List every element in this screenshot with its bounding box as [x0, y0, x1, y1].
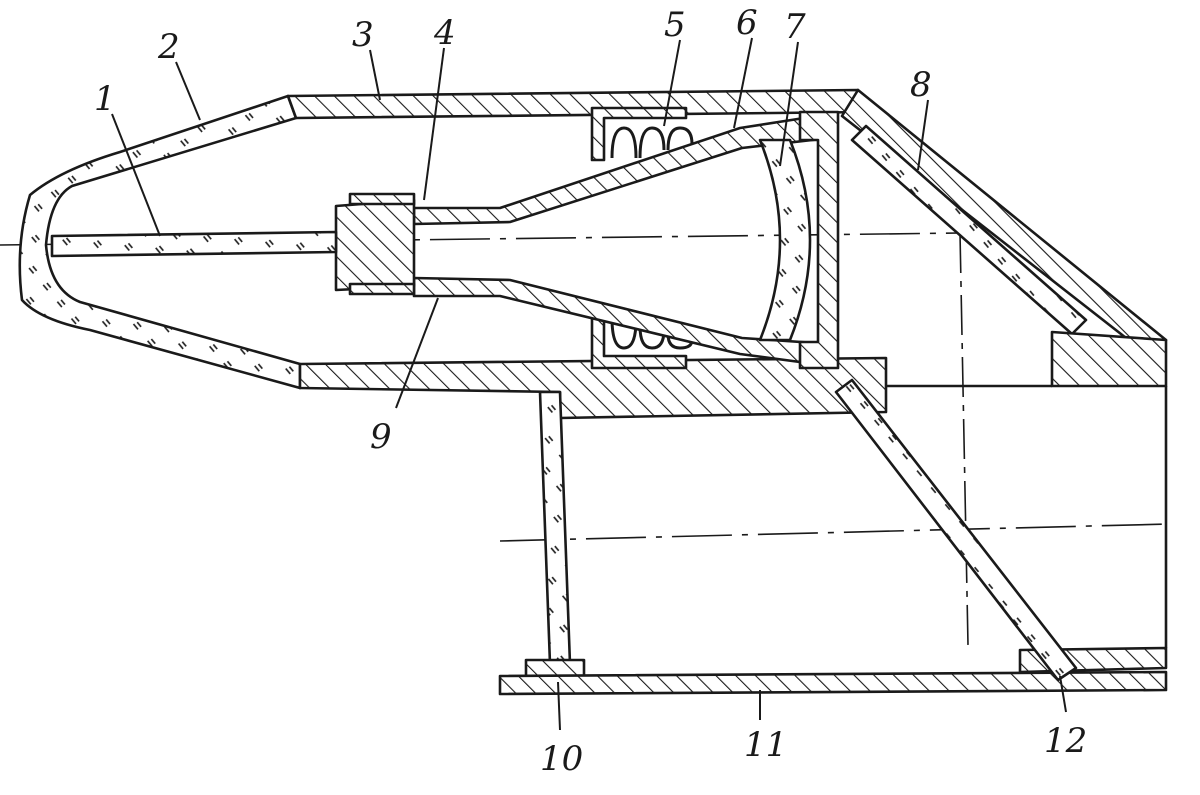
lens-barrel: [412, 112, 832, 226]
label-6: 6: [736, 3, 758, 43]
vertical-axis: [959, 232, 969, 646]
upper-glass-plate: [850, 124, 1088, 336]
label-7: 7: [784, 7, 806, 47]
label-11: 11: [744, 725, 787, 765]
label-1: 1: [94, 79, 116, 119]
housing-angled-shell: [840, 88, 1168, 354]
lens-mount: [798, 110, 840, 370]
leader-lines: [111, 37, 1067, 731]
label-10: 10: [540, 739, 583, 779]
support-post: [538, 390, 572, 666]
collet-nut: [334, 198, 416, 292]
spring-housing-upper: [590, 106, 688, 162]
label-4: 4: [433, 13, 456, 53]
lens: [758, 138, 812, 342]
spring-upper: [610, 126, 694, 159]
glass-cap: [18, 94, 302, 390]
label-5: 5: [664, 5, 686, 45]
label-12: 12: [1044, 721, 1087, 761]
base-plate: [498, 670, 1168, 696]
label-9: 9: [370, 417, 392, 457]
spring-lower: [610, 317, 694, 350]
right-block: [1050, 330, 1168, 388]
label-2: 2: [157, 27, 180, 67]
label-8: 8: [910, 65, 932, 105]
diagonal-mirror: [834, 378, 1078, 682]
housing-upper-wall: [286, 88, 872, 120]
optical-fiber: [50, 230, 338, 258]
lower-axis: [499, 523, 1171, 542]
label-3: 3: [352, 15, 374, 55]
